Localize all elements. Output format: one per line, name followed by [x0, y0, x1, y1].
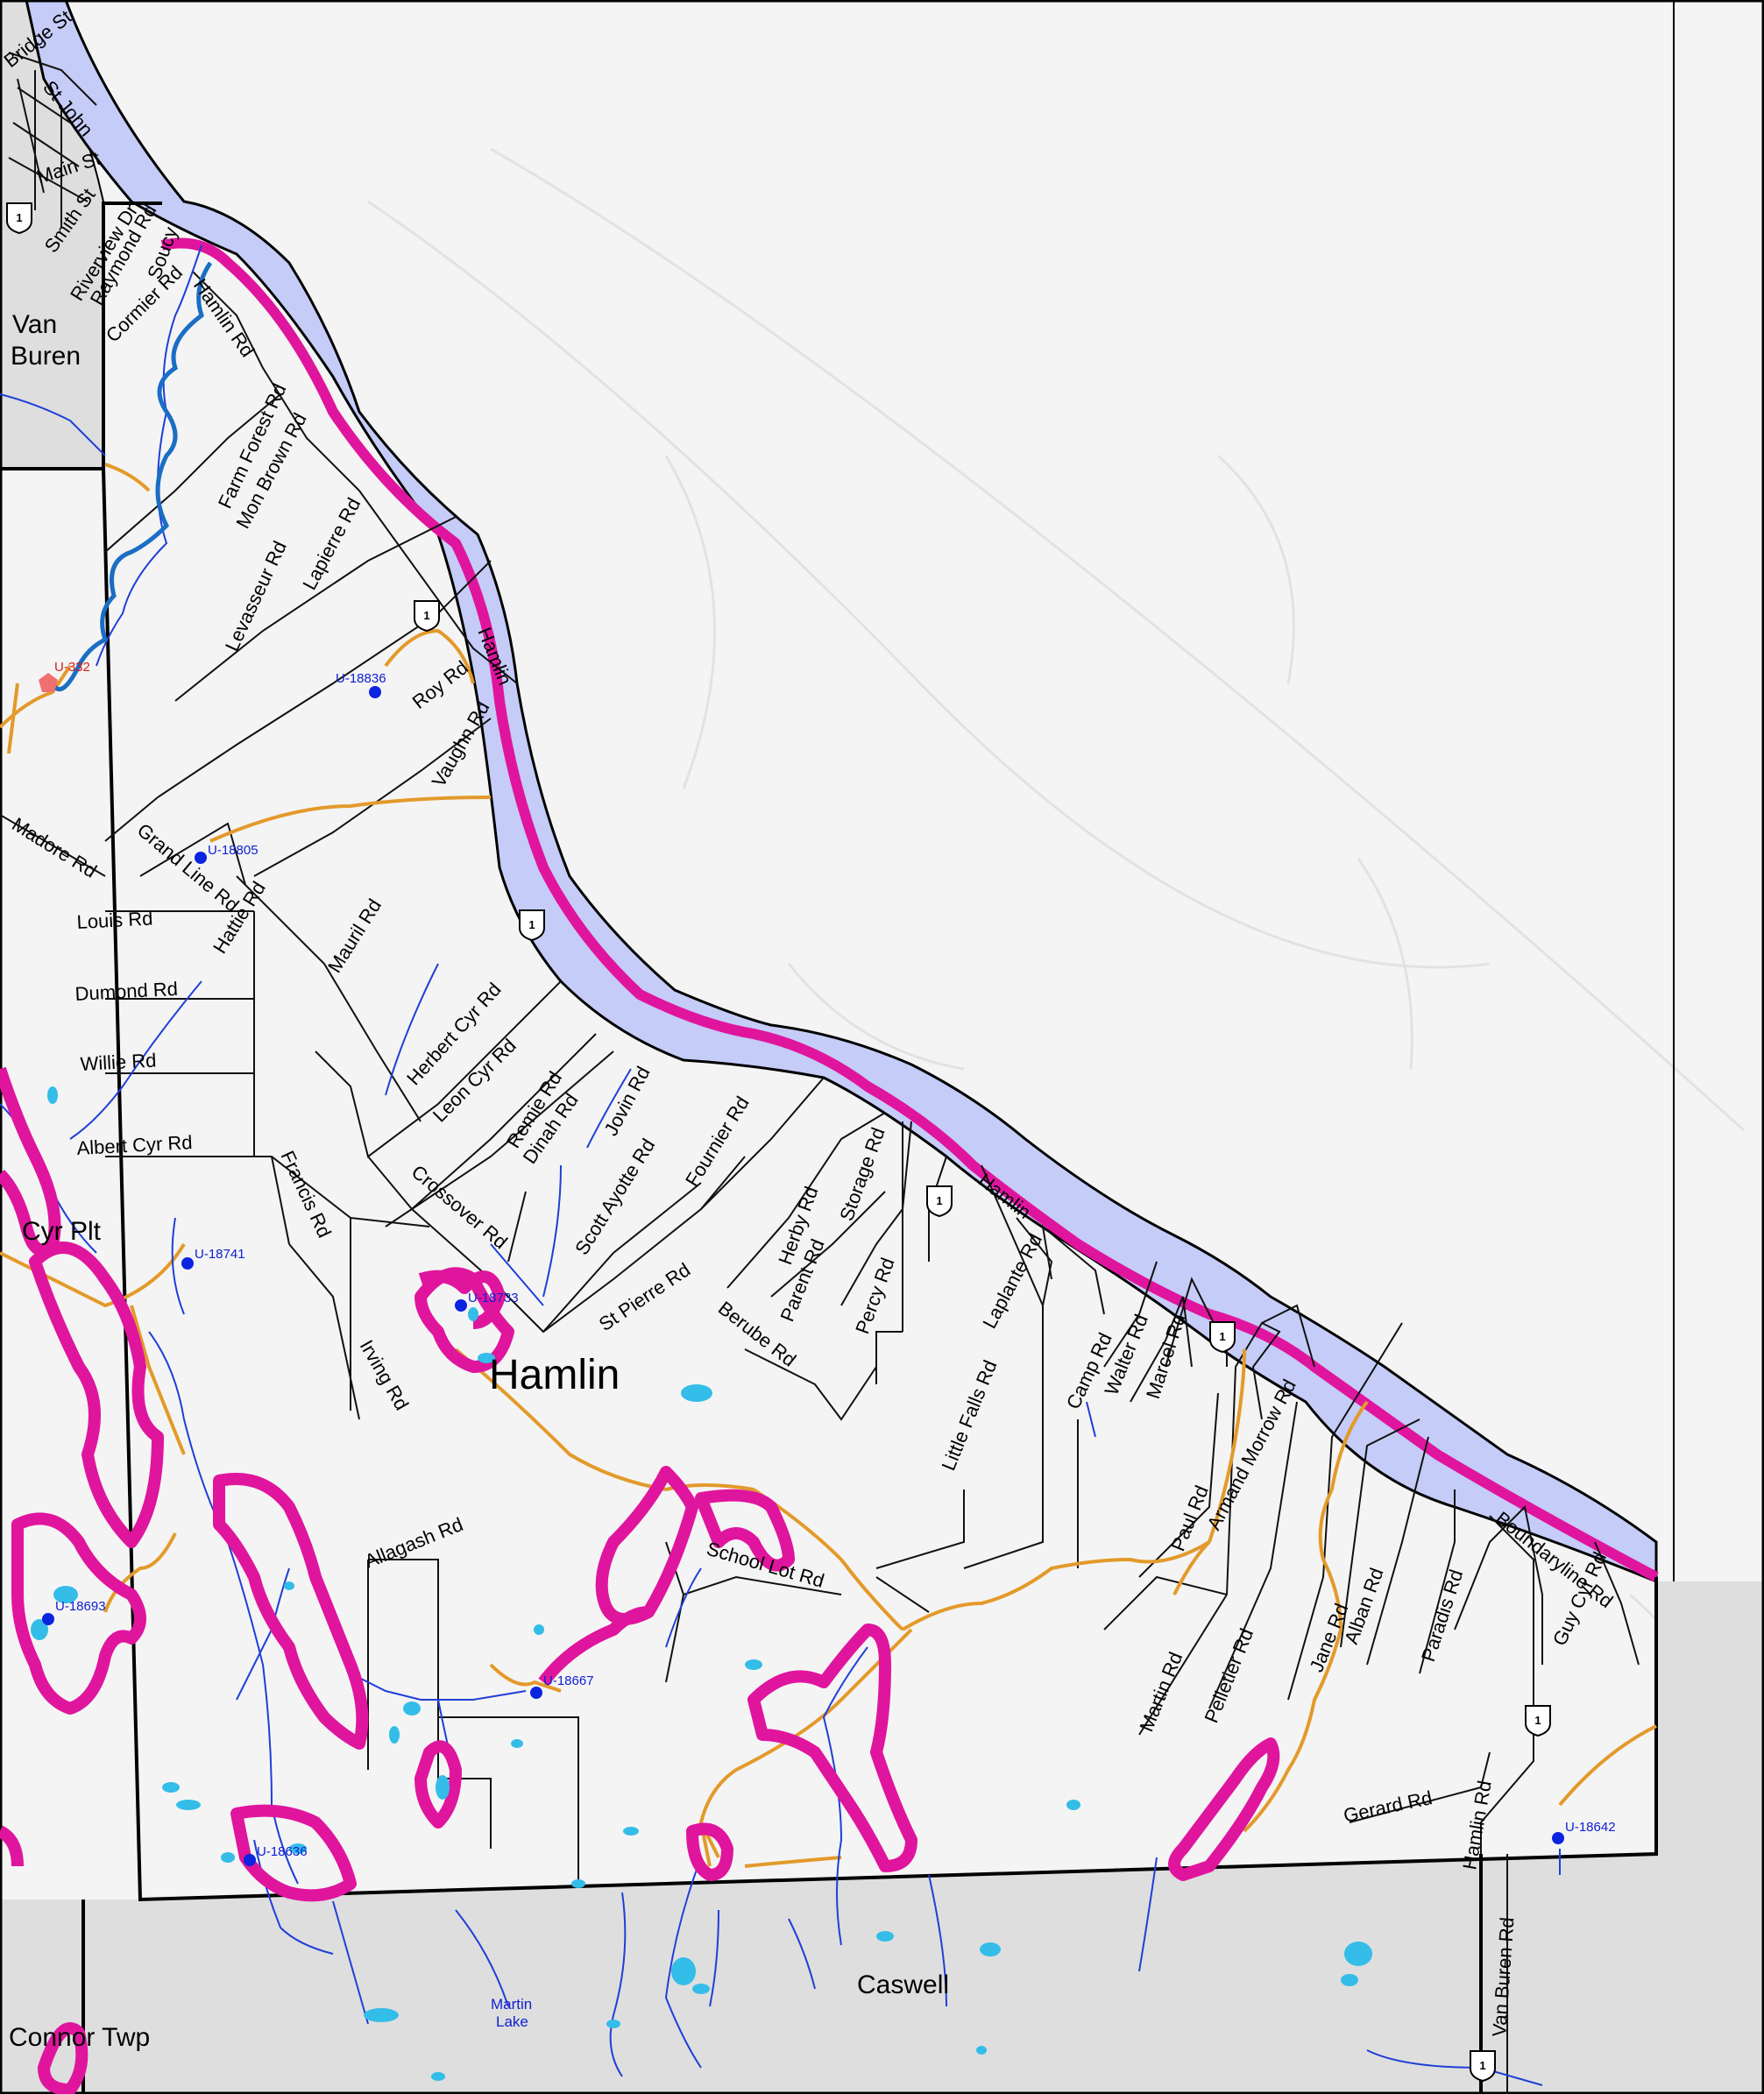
- site-marker[interactable]: [369, 686, 381, 698]
- route-shield-number: 1: [423, 609, 429, 622]
- route-shield-1: 1: [1470, 2050, 1496, 2083]
- site-label: U-18642: [1565, 1820, 1616, 1835]
- main-label-hamlin: Hamlin: [489, 1352, 620, 1398]
- site-label: U-18836: [336, 671, 386, 686]
- route-shield-1: 1: [1525, 1705, 1551, 1737]
- road-network: [0, 271, 1640, 2094]
- site-label: U-18805: [208, 843, 259, 858]
- route-shield-number: 1: [1534, 1714, 1541, 1727]
- route-shield-1: 1: [1209, 1321, 1236, 1354]
- road-label: Dumond Rd: [74, 978, 179, 1005]
- site-label: U-332: [54, 660, 90, 675]
- route-shield-1: 1: [926, 1185, 953, 1218]
- site-label: U-18667: [543, 1673, 594, 1688]
- route-shield-number: 1: [16, 211, 22, 224]
- van-buren-streets: [8, 52, 97, 228]
- route-shield-1: 1: [519, 909, 545, 942]
- site-marker[interactable]: [530, 1687, 542, 1699]
- lakes: [31, 1086, 1372, 2081]
- site-marker-red[interactable]: [39, 673, 58, 692]
- site-label: U-18693: [55, 1599, 106, 1614]
- town-label-cyr-plt: Cyr Plt: [22, 1217, 102, 1246]
- route-shield-1: 1: [414, 600, 440, 633]
- route-shield-number: 1: [936, 1194, 942, 1207]
- road-label: Willie Rd: [80, 1049, 157, 1075]
- habitat-buffers: [0, 1066, 1280, 2094]
- lake-label: Martin: [491, 1996, 532, 2013]
- east-area: [1656, 1581, 1764, 2094]
- route-shield-number: 1: [1479, 2059, 1485, 2072]
- site-label: U-18733: [468, 1291, 519, 1305]
- town-label-connor-twp: Connor Twp: [9, 2023, 150, 2052]
- route-shield-1: 1: [6, 202, 32, 235]
- site-marker[interactable]: [244, 1854, 256, 1866]
- route-shield-number: 1: [1219, 1330, 1225, 1343]
- road-label: Louis Rd: [76, 907, 153, 933]
- route-shields: 1 1 1 1 1 1 1: [6, 202, 1551, 2083]
- winding-stream: [50, 261, 213, 692]
- south-area: [0, 1854, 1656, 2094]
- site-marker[interactable]: [195, 852, 207, 864]
- route-shield-number: 1: [528, 918, 535, 931]
- site-marker[interactable]: [42, 1613, 54, 1625]
- sites: U-332 U-18836 U-18805 U-18741 U-18733 U-…: [39, 660, 1616, 1866]
- trails: [0, 463, 1657, 1868]
- town-label-caswell: Caswell: [857, 1970, 949, 1999]
- site-marker[interactable]: [455, 1299, 467, 1312]
- river-buffer: [160, 237, 1659, 1582]
- site-marker[interactable]: [181, 1257, 194, 1270]
- lake-label: Lake: [496, 2013, 528, 2030]
- site-marker[interactable]: [1552, 1832, 1564, 1844]
- site-label: U-18741: [195, 1247, 245, 1262]
- site-label: U-18636: [257, 1844, 308, 1859]
